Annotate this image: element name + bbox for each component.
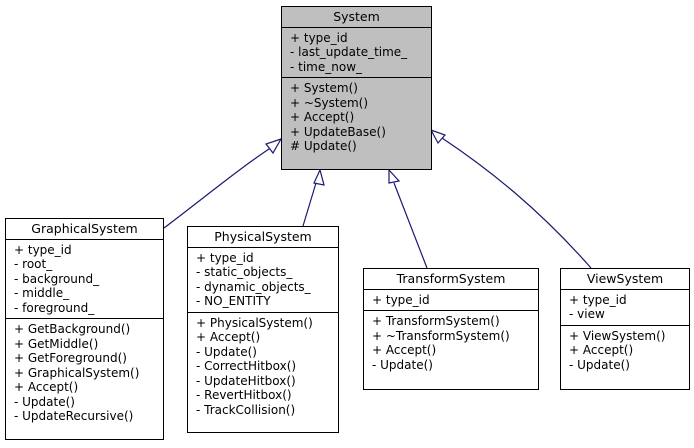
- class-physical-system-name: PhysicalSystem: [188, 227, 338, 248]
- arrowhead-physical: [313, 168, 325, 186]
- method: + PhysicalSystem(): [196, 315, 313, 330]
- method: - Update(): [569, 357, 630, 372]
- method: - UpdateHitbox(): [196, 373, 296, 388]
- method: # Update(): [290, 139, 357, 153]
- attribute: - static_objects_: [196, 265, 293, 279]
- class-physical-system-methods: + PhysicalSystem() + Accept() - Update()…: [188, 311, 338, 421]
- attribute: - middle_: [14, 286, 70, 300]
- attribute: - dynamic_objects_: [196, 279, 311, 294]
- attribute: - foreground_: [14, 300, 95, 315]
- method: + GetBackground(): [14, 322, 131, 336]
- attribute: - NO_ENTITY: [196, 294, 271, 308]
- method: - CorrectHitbox(): [196, 359, 297, 373]
- attribute: - root_: [14, 257, 53, 271]
- method: - UpdateRecursive(): [14, 409, 134, 423]
- class-transform-system-name: TransformSystem: [364, 269, 538, 290]
- edge-view-to-system: [441, 137, 592, 269]
- edge-physical-to-system: [302, 182, 317, 227]
- method: + GraphicalSystem(): [14, 365, 140, 380]
- class-physical-system-attributes: + type_id - static_objects_ - dynamic_ob…: [188, 248, 338, 312]
- class-transform-system[interactable]: TransformSystem + type_id + TransformSys…: [363, 268, 539, 390]
- arrowhead-graphical: [265, 137, 283, 155]
- class-system-name: System: [282, 7, 431, 28]
- attribute: + type_id: [569, 292, 627, 307]
- method: + ~TransformSystem(): [372, 328, 510, 343]
- class-transform-system-methods: + TransformSystem() + ~TransformSystem()…: [364, 310, 538, 375]
- class-system-methods: + System() + ~System() + Accept() + Upda…: [282, 77, 431, 157]
- attribute: + type_id: [196, 250, 254, 265]
- attribute: - time_now_: [290, 59, 363, 74]
- method: + Accept(): [372, 343, 437, 357]
- class-system-attributes: + type_id - last_update_time_ - time_now…: [282, 28, 431, 78]
- class-transform-system-attributes: + type_id: [364, 290, 538, 311]
- method: + GetMiddle(): [14, 336, 99, 351]
- method: + ~System(): [290, 95, 369, 110]
- class-graphical-system[interactable]: GraphicalSystem + type_id - root_ - back…: [5, 218, 164, 440]
- class-graphical-system-attributes: + type_id - root_ - background_ - middle…: [6, 240, 163, 319]
- attribute: + type_id: [290, 30, 348, 45]
- class-graphical-system-methods: + GetBackground() + GetMiddle() + GetFor…: [6, 318, 163, 427]
- edge-graphical-to-system: [163, 146, 273, 229]
- method: + GetForeground(): [14, 351, 127, 365]
- class-view-system[interactable]: ViewSystem + type_id - view + ViewSystem…: [560, 268, 690, 390]
- attribute: + type_id: [372, 292, 430, 307]
- method: + Accept(): [290, 110, 355, 124]
- edge-transform-to-system: [393, 182, 428, 269]
- attribute: - background_: [14, 271, 100, 286]
- method: + Accept(): [569, 343, 634, 357]
- method: - Update(): [372, 357, 433, 372]
- class-physical-system[interactable]: PhysicalSystem + type_id - static_object…: [187, 226, 339, 433]
- attribute: + type_id: [14, 242, 72, 257]
- attribute: - view: [569, 307, 605, 321]
- method: + ViewSystem(): [569, 328, 666, 343]
- arrowhead-view: [429, 128, 447, 145]
- method: + UpdateBase(): [290, 124, 386, 139]
- class-system[interactable]: System + type_id - last_update_time_ - t…: [281, 6, 432, 170]
- method: + Accept(): [14, 380, 79, 394]
- method: + TransformSystem(): [372, 314, 500, 328]
- method: - TrackCollision(): [196, 402, 296, 417]
- method: + System(): [290, 81, 358, 95]
- class-view-system-attributes: + type_id - view: [561, 290, 689, 325]
- class-graphical-system-name: GraphicalSystem: [6, 219, 163, 240]
- method: + Accept(): [196, 330, 261, 344]
- method: - RevertHitbox(): [196, 388, 292, 402]
- method: - Update(): [196, 344, 257, 359]
- attribute: - last_update_time_: [290, 45, 408, 59]
- class-view-system-methods: + ViewSystem() + Accept() - Update(): [561, 324, 689, 376]
- arrowhead-transform: [388, 168, 401, 184]
- method: - Update(): [14, 394, 75, 409]
- class-view-system-name: ViewSystem: [561, 269, 689, 290]
